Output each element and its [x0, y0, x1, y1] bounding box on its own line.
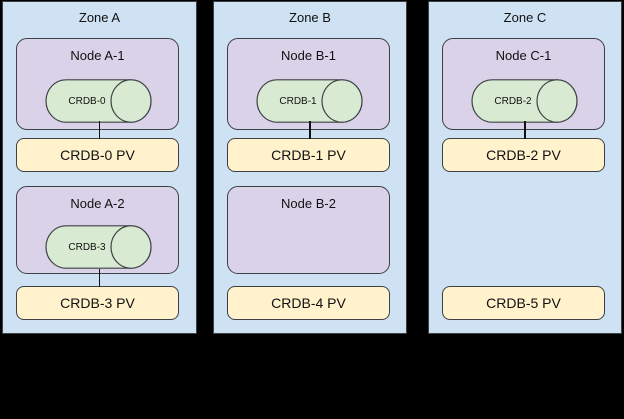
zone-a: Zone A Node A-1 CRDB-0 CRDB-0 PV Node A-… [2, 1, 197, 334]
pv-crdb-1: CRDB-1 PV [227, 138, 390, 172]
zone-title: Zone B [289, 10, 331, 25]
pod-label: CRDB-0 [68, 95, 106, 107]
node-b-1: Node B-1 CRDB-1 [227, 38, 390, 130]
pv-label: CRDB-5 PV [486, 295, 561, 311]
node-title: Node B-2 [281, 196, 336, 211]
pod-label: CRDB-2 [494, 95, 532, 107]
pv-crdb-4: CRDB-4 PV [227, 286, 390, 320]
cylinder-icon [256, 79, 363, 123]
node-title: Node B-1 [281, 48, 336, 63]
zone-b: Zone B Node B-1 CRDB-1 CRDB-1 PV Node B-… [213, 1, 407, 334]
pv-label: CRDB-0 PV [60, 147, 135, 163]
cylinder-icon [45, 225, 152, 269]
node-title: Node A-2 [70, 196, 125, 211]
node-a-2: Node A-2 CRDB-3 [16, 186, 179, 274]
pod-crdb-0: CRDB-0 [45, 79, 152, 123]
zone-title: Zone A [78, 10, 121, 25]
pod-label: CRDB-3 [68, 241, 106, 253]
pv-label: CRDB-1 PV [271, 147, 346, 163]
pv-crdb-0: CRDB-0 PV [16, 138, 179, 172]
pod-label: CRDB-1 [279, 95, 317, 107]
connector-line [309, 121, 311, 139]
zone-c: Zone C Node C-1 CRDB-2 CRDB-2 PV CRDB-5 … [428, 1, 622, 334]
node-title: Node C-1 [495, 48, 552, 63]
pv-crdb-3: CRDB-3 PV [16, 286, 179, 320]
pv-label: CRDB-2 PV [486, 147, 561, 163]
pod-crdb-2: CRDB-2 [471, 79, 578, 123]
pv-crdb-2: CRDB-2 PV [442, 138, 605, 172]
node-b-2: Node B-2 [227, 186, 390, 274]
cylinder-icon [471, 79, 578, 123]
pv-label: CRDB-3 PV [60, 295, 135, 311]
node-a-1: Node A-1 CRDB-0 [16, 38, 179, 130]
cylinder-icon [45, 79, 152, 123]
connector-line [98, 269, 101, 287]
zone-title: Zone C [503, 10, 547, 25]
connector-line [524, 121, 526, 139]
connector-line [98, 121, 101, 139]
pod-crdb-1: CRDB-1 [256, 79, 363, 123]
pv-crdb-5: CRDB-5 PV [442, 286, 605, 320]
node-title: Node A-1 [70, 48, 125, 63]
pod-crdb-3: CRDB-3 [45, 225, 152, 269]
pv-label: CRDB-4 PV [271, 295, 346, 311]
node-c-1: Node C-1 CRDB-2 [442, 38, 605, 130]
